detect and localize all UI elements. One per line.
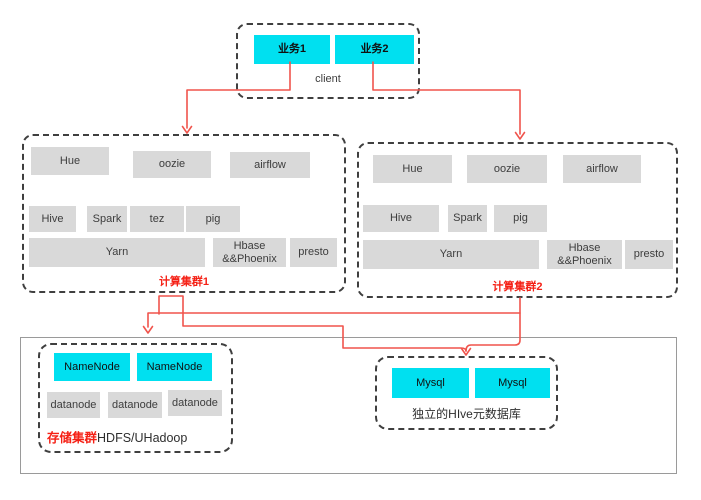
node-hive-c2: Hive [363,205,439,232]
node-namenode-1: NameNode [54,353,130,381]
storage-label-black: HDFS/UHadoop [97,431,188,445]
node-tez-c1: tez [130,206,184,232]
storage-label-red: 存储集群 [47,431,98,445]
node-hbase-phoenix-c1: Hbase &&Phoenix [213,238,286,267]
cluster2-label: 计算集群2 [492,281,543,293]
node-hbase-phoenix-c2: Hbase &&Phoenix [547,240,622,269]
node-pig-c2: pig [494,205,547,232]
arrowhead-cluster1 [181,125,193,134]
node-datanode-1: datanode [47,392,100,418]
node-spark-c2: Spark [448,205,487,232]
node-spark-c1: Spark [87,206,127,232]
node-mysql-2: Mysql [475,368,550,398]
node-airflow-c1: airflow [230,152,310,178]
node-datanode-2: datanode [108,392,162,418]
node-mysql-1: Mysql [392,368,469,398]
compute-cluster-1-box: Hue oozie airflow Hive Spark tez pig Yar… [22,134,346,293]
client-group-box: 业务1 业务2 client [236,23,420,99]
client-app-2: 业务2 [335,35,414,64]
node-pig-c1: pig [186,206,240,232]
arrowhead-storage [142,325,154,334]
client-label: client [315,73,341,85]
node-presto-c1: presto [290,238,337,267]
node-yarn-c2: Yarn [363,240,539,269]
node-hive-c1: Hive [29,206,76,232]
node-hue-c1: Hue [31,147,109,175]
compute-cluster-2-box: Hue oozie airflow Hive Spark pig Yarn Hb… [357,142,678,298]
node-yarn-c1: Yarn [29,238,205,267]
node-oozie-c2: oozie [467,155,547,183]
hive-metastore-label: 独立的HIve元数据库 [412,407,521,421]
cluster1-label: 计算集群1 [158,276,210,288]
node-presto-c2: presto [625,240,673,269]
storage-cluster-label: 存储集群HDFS/UHadoop [47,427,187,446]
storage-cluster-box: NameNode NameNode datanode datanode data… [38,343,233,453]
node-namenode-2: NameNode [137,353,212,381]
node-datanode-3: datanode [168,390,222,416]
client-app-1: 业务1 [254,35,330,64]
node-oozie-c1: oozie [133,151,211,178]
hive-metastore-box: Mysql Mysql 独立的HIve元数据库 [375,356,558,430]
connector-cluster2-to-storage [147,297,521,328]
node-airflow-c2: airflow [563,155,641,183]
node-hue-c2: Hue [373,155,452,183]
arrowhead-cluster2 [514,131,526,140]
